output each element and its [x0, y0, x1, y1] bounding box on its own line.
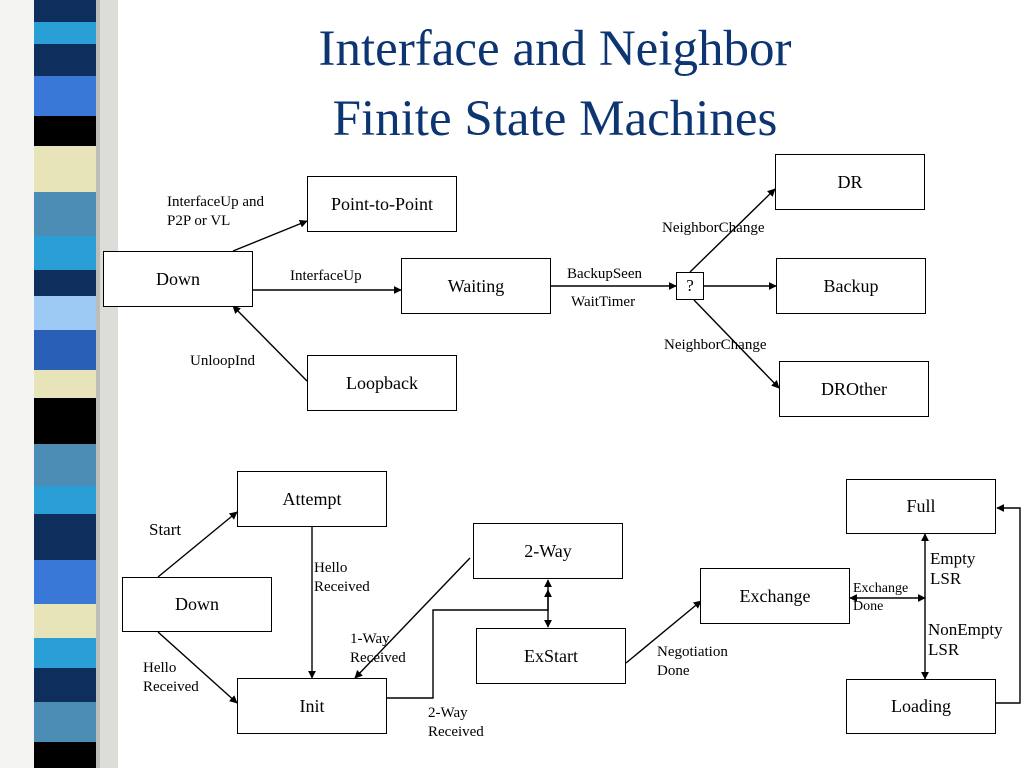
transition-label-waittimer: WaitTimer: [571, 294, 636, 310]
slide-title-line-2: Finite State Machines: [332, 91, 778, 147]
state-label: Init: [299, 695, 325, 716]
arrow-down-to-init: [157, 631, 238, 704]
arrow-exstart-to-exchange: [625, 600, 702, 664]
arrow-twoway-to-init: [354, 557, 471, 679]
decorative-side-strip: [0, 0, 118, 768]
transition-label-neighborchange-drother: NeighborChange: [664, 337, 767, 353]
state-label: Loading: [891, 696, 951, 716]
transition-label-one-way-received: 1-Way Received: [350, 631, 406, 666]
transition-label-start: Start: [149, 520, 182, 539]
state-label: Attempt: [282, 488, 342, 509]
state-down-neighbor: Down: [122, 577, 272, 632]
state-label: Exchange: [739, 585, 811, 606]
state-label: Backup: [823, 275, 879, 296]
slide-title-line-1: Interface and Neighbor: [318, 21, 792, 77]
state-loading: Loading: [846, 679, 996, 734]
state-label: DROther: [821, 378, 887, 399]
arrow-loopback-to-down: [232, 305, 308, 382]
state-init: Init: [237, 678, 387, 734]
transition-label-negotiation-done: Negotiation Done: [657, 644, 728, 679]
transition-label-hello-received-attempt: Hello Received: [314, 560, 370, 595]
transition-label-empty-lsr: Empty LSR: [930, 549, 976, 588]
arrow-down-to-attempt: [157, 511, 238, 578]
state-backup: Backup: [776, 258, 926, 314]
transition-label-backupseen: BackupSeen: [567, 266, 642, 282]
state-decision: ?: [676, 272, 704, 300]
slide-title: Interface and Neighbor Finite State Mach…: [150, 14, 960, 154]
state-waiting: Waiting: [401, 258, 551, 314]
arrow-decision-to-dr: [689, 188, 776, 273]
state-label: Down: [156, 268, 200, 289]
state-attempt: Attempt: [237, 471, 387, 527]
state-two-way: 2-Way: [473, 523, 623, 579]
state-down-interface: Down: [103, 251, 253, 307]
state-dr: DR: [775, 154, 925, 210]
transition-label-interfaceup-p2p: InterfaceUp and P2P or VL: [167, 194, 265, 229]
transition-label-nonempty-lsr: NonEmpty LSR: [928, 620, 1003, 659]
state-label: Point-to-Point: [330, 193, 433, 214]
state-label: Down: [175, 594, 219, 614]
state-drother: DROther: [779, 361, 929, 417]
transition-label-unloopind: UnloopInd: [190, 353, 255, 369]
state-label: Waiting: [447, 275, 505, 296]
transition-label-neighborchange-dr: NeighborChange: [662, 220, 765, 236]
state-label: DR: [837, 171, 863, 192]
arrow-loading-to-full: [996, 504, 1021, 704]
state-exchange: Exchange: [700, 568, 850, 624]
arrow-decision-to-drother: [693, 299, 780, 389]
transition-label-two-way-received: 2-Way Received: [428, 705, 484, 740]
state-label: Full: [906, 496, 936, 516]
state-label: Loopback: [346, 372, 418, 393]
state-loopback: Loopback: [307, 355, 457, 411]
state-label: ?: [686, 276, 694, 295]
transition-label-interfaceup: InterfaceUp: [290, 268, 362, 284]
state-label: ExStart: [524, 645, 578, 666]
transition-label-exchange-done: Exchange Done: [853, 581, 909, 614]
arrow-down-to-p2p: [232, 219, 308, 252]
transition-label-hello-received-down: Hello Received: [143, 660, 199, 695]
state-point-to-point: Point-to-Point: [307, 176, 457, 232]
state-exstart: ExStart: [476, 628, 626, 684]
state-full: Full: [846, 479, 996, 534]
state-label: 2-Way: [524, 540, 572, 561]
